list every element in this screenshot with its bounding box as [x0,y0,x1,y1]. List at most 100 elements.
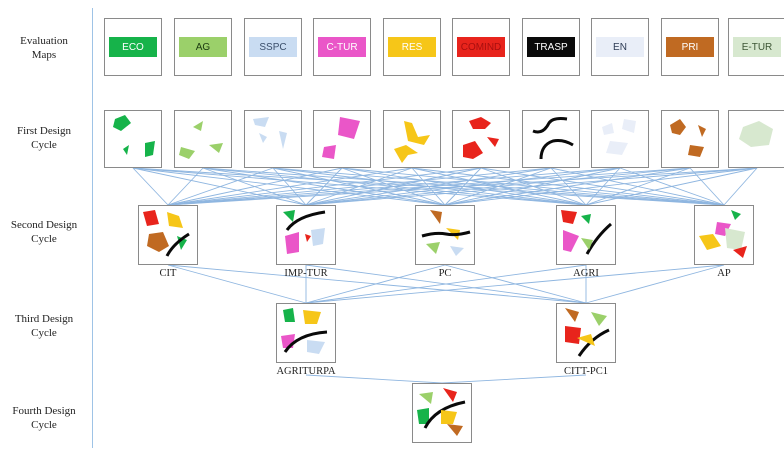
composite-map [421,210,471,256]
connector-first-second [167,167,621,206]
row-label-line: Cycle [31,419,57,431]
map-shapes [532,117,574,160]
second-cycle-thumb [138,205,198,265]
third-cycle-thumb [556,303,616,363]
row-label-fourth-cycle: Fourth Design Cycle [0,404,88,432]
connector-first-second [167,167,758,206]
connector-first-second [305,167,758,206]
row-label-line: Evaluation [20,35,68,47]
row-label-line: Second Design [10,219,78,231]
eval-map-pill: AG [179,37,227,57]
row-label-line: Maps [31,49,57,61]
row-label-evaluation: Evaluation Maps [0,34,88,62]
connector-first-second [305,167,691,206]
map-shapes [322,117,360,159]
connector-first-second [167,167,482,206]
first-cycle-map [104,110,162,168]
map-shapes [670,119,706,157]
first-cycle-map [452,110,510,168]
connector-first-second [167,167,691,206]
composite-map [561,210,612,255]
connector-first-second [585,167,758,206]
first-cycle-map [661,110,719,168]
row-label-third-cycle: Third Design Cycle [0,312,88,340]
row-label-first-cycle: First Design Cycle [0,124,88,152]
fourth-cycle-thumb [412,383,472,443]
connector-second-third [167,264,307,304]
connector-first-second [132,167,169,206]
node-label: AP [717,268,731,279]
first-cycle-map [522,110,580,168]
eval-map-card: C-TUR [313,18,371,76]
row-divider [92,8,93,448]
connector-third-fourth [441,374,587,384]
eval-map-pill: ECO [109,37,157,57]
connector-second-third [585,264,725,304]
connector-first-second [444,167,691,206]
map-shapes [179,121,223,159]
eval-map-card: COMIND [452,18,510,76]
node-label: PC [438,268,452,279]
composite-map [565,308,610,357]
first-cycle-map [174,110,232,168]
row-label-line: Fourth Design [12,405,76,417]
map-shapes [602,119,636,155]
row-label-line: Third Design [14,313,74,325]
composite-map [417,388,466,436]
connector-first-second [585,167,691,206]
composite-map [143,210,190,257]
composite-map [699,210,747,258]
eval-map-pill: COMIND [457,37,505,57]
connector-second-third [305,264,725,304]
node-label: CIT [159,268,177,279]
eval-map-pill: E-TUR [733,37,781,57]
eval-map-pill: TRASP [527,37,575,57]
node-label: CITT-PC1 [564,366,608,377]
node-label: AGRI [573,268,599,279]
eval-map-pill: PRI [666,37,714,57]
connector-first-second [689,167,725,206]
connector-first-second [444,167,758,206]
third-cycle-thumb [276,303,336,363]
row-label-line: First Design [16,125,72,137]
second-cycle-thumb [694,205,754,265]
node-label: AGRITURPA [276,366,336,377]
eval-map-card: ECO [104,18,162,76]
connector-first-second [167,167,413,206]
connector-second-third [305,264,446,304]
row-label-line: Cycle [31,139,57,151]
second-cycle-thumb [415,205,475,265]
eval-map-card: RES [383,18,441,76]
first-cycle-map [244,110,302,168]
map-shapes [394,121,430,163]
composite-map [281,308,328,354]
first-cycle-map [383,110,441,168]
eval-map-pill: RES [388,37,436,57]
map-shapes [463,117,499,159]
eval-map-card: PRI [661,18,719,76]
row-label-second-cycle: Second Design Cycle [0,218,88,246]
connector-first-second [167,167,552,206]
node-label: IMP-TUR [284,268,328,279]
connector-first-second [167,167,204,206]
second-cycle-thumb [276,205,336,265]
first-cycle-map [591,110,649,168]
eval-map-card: SSPC [244,18,302,76]
first-cycle-map [313,110,371,168]
second-cycle-thumb [556,205,616,265]
eval-map-card: EN [591,18,649,76]
eval-map-card: TRASP [522,18,580,76]
row-label-line: Cycle [31,327,57,339]
eval-map-pill: EN [596,37,644,57]
first-cycle-map [728,110,784,168]
eval-map-card: E-TUR [728,18,784,76]
eval-map-pill: SSPC [249,37,297,57]
connector-first-second [723,167,758,206]
composite-map [283,210,326,254]
connector-third-fourth [305,374,443,384]
map-shapes [739,121,773,147]
map-shapes [253,117,287,149]
connector-first-second [167,167,343,206]
